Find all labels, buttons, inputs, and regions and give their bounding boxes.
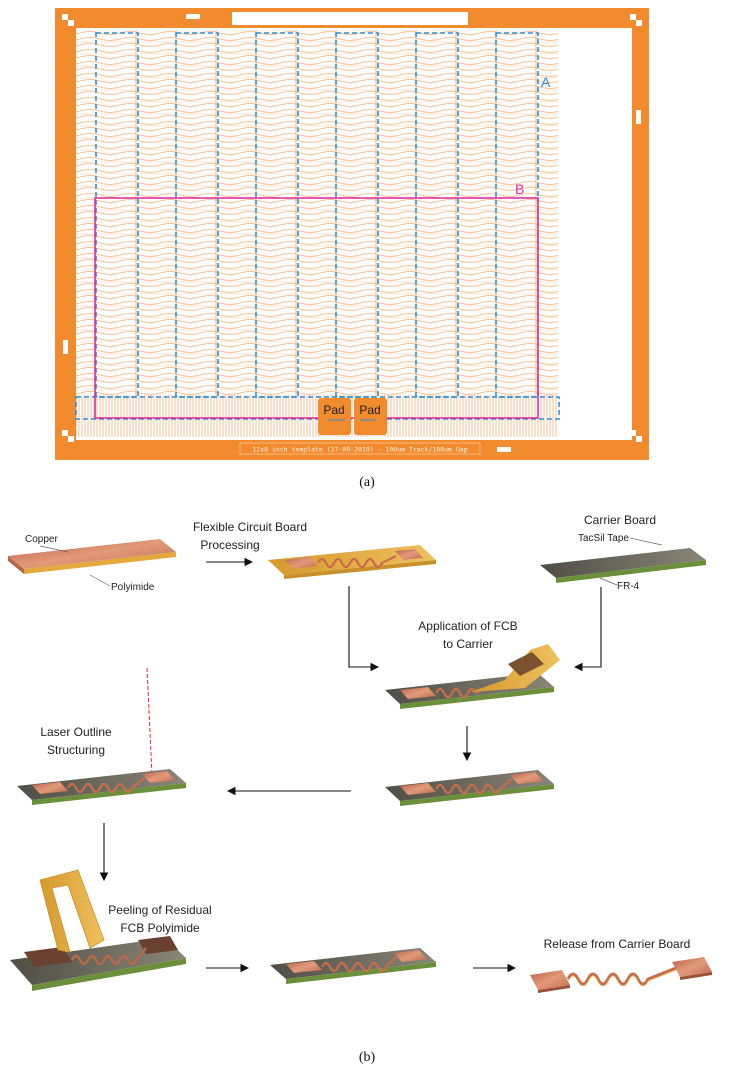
label-fcb-processing-1: Flexible Circuit Board [193, 520, 307, 534]
label-application-1: Application of FCB [418, 619, 517, 633]
label-peeling-1: Peeling of Residual [108, 903, 211, 917]
peeling-board [10, 869, 186, 991]
template-footer-text: 12x8 inch template (27-09-2019) - 100um … [252, 446, 467, 454]
pad-right-label: Pad [359, 403, 380, 417]
label-release: Release from Carrier Board [544, 937, 691, 951]
label-fcb-processing-2: Processing [200, 538, 259, 552]
panel-a: 12x8 inch template (27-09-2019) - 100um … [55, 8, 649, 490]
region-a [75, 32, 560, 420]
arrow-3 [573, 587, 602, 672]
trace-grid-bottom [76, 395, 558, 437]
fcb-on-carrier [385, 644, 560, 709]
label-polyimide: Polyimide [111, 582, 155, 593]
laser-beam [146, 667, 153, 776]
panel-b: Copper Polyimide Flexible Circuit Board … [8, 513, 712, 1065]
caption-b: (b) [359, 1050, 376, 1065]
caption-a: (a) [359, 475, 375, 490]
template-title-box [232, 12, 468, 25]
template-footer-box [239, 442, 481, 455]
region-a-label: A [541, 74, 551, 90]
cleaned-board [270, 948, 436, 984]
label-carrier-board: Carrier Board [584, 513, 656, 527]
frame-marks [62, 14, 642, 452]
laser-structuring-board [17, 769, 186, 805]
fcb-flat-on-carrier [385, 770, 554, 806]
label-peeling-2: FCB Polyimide [120, 921, 200, 935]
raw-sheet [8, 539, 176, 574]
region-b [94, 197, 539, 419]
carrier-board [540, 548, 706, 583]
label-tacsil-tape: TacSil Tape [578, 533, 629, 544]
label-laser-2: Structuring [47, 743, 105, 757]
label-copper: Copper [25, 534, 58, 545]
label-fr4: FR-4 [617, 581, 640, 592]
released-device [530, 957, 712, 993]
arrow-2 [348, 586, 380, 672]
label-laser-1: Laser Outline [40, 725, 112, 739]
pad-left-label: Pad [323, 403, 344, 417]
pad-left [318, 398, 351, 435]
region-b-label: B [515, 181, 524, 197]
label-application-2: to Carrier [443, 637, 493, 651]
processed-fcb [268, 545, 436, 579]
trace-grid [76, 30, 558, 395]
pad-right [354, 398, 387, 435]
